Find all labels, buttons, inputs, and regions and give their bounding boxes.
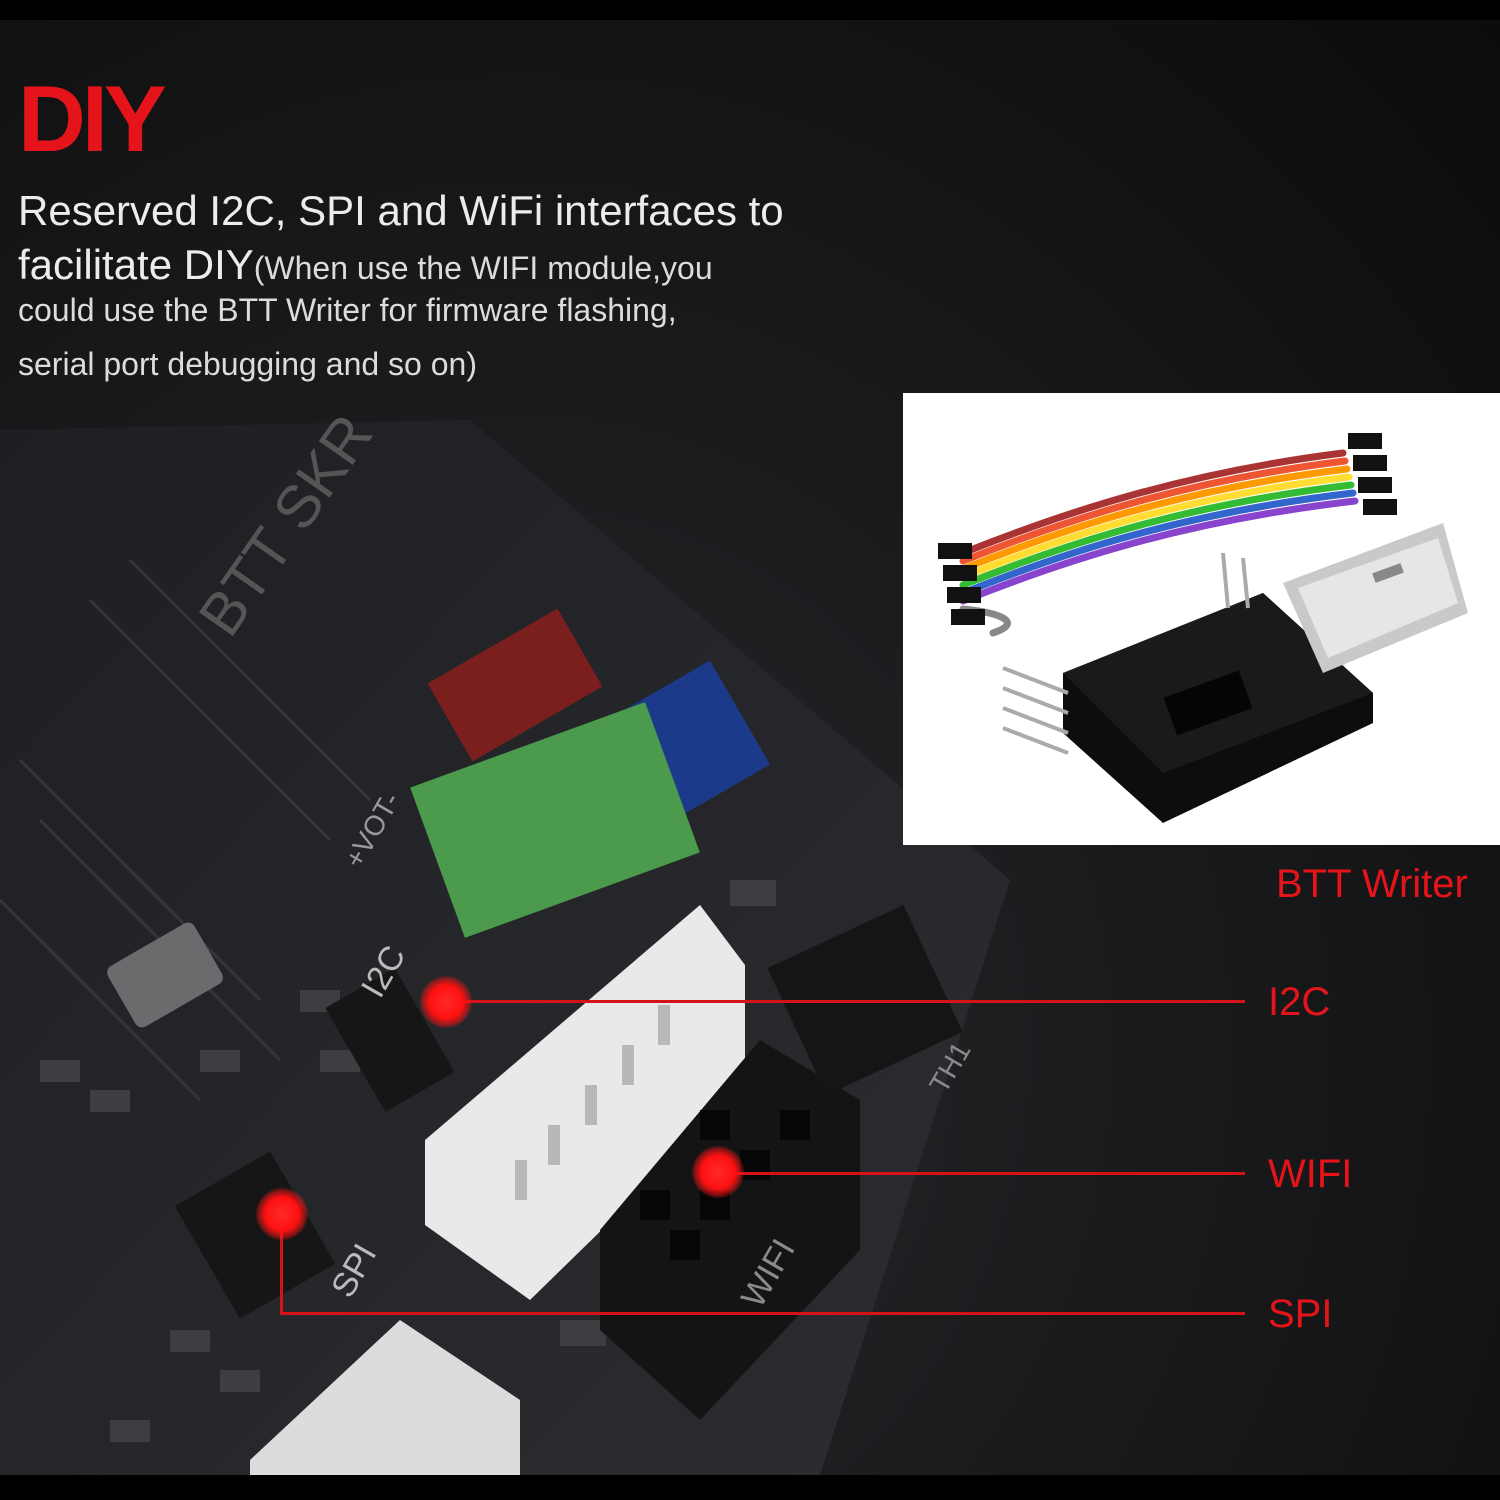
i2c-callout-line — [445, 1000, 1245, 1003]
bottom-border — [0, 1475, 1500, 1500]
i2c-header — [325, 968, 455, 1112]
board-traces — [0, 558, 372, 1102]
note-line2: could use the BTT Writer for firmware fl… — [18, 292, 677, 328]
headline-line2: facilitate DIY — [18, 241, 254, 288]
red-connector — [427, 608, 603, 762]
top-border — [0, 0, 1500, 20]
headline-line1: Reserved I2C, SPI and WiFi interfaces to — [18, 187, 784, 234]
green-connector — [410, 702, 700, 938]
page-title: DIY — [18, 66, 167, 171]
spi-callout-label: SPI — [1268, 1292, 1333, 1336]
spi-callout-vline — [280, 1214, 283, 1314]
note-inline: (When use the WIFI module,you — [253, 250, 713, 286]
sd-slot — [250, 1320, 520, 1475]
smd-parts — [40, 880, 776, 1442]
note-line3: serial port debugging and so on) — [18, 346, 477, 382]
writer-inset-photo — [903, 393, 1500, 845]
i2c-callout-label: I2C — [1268, 980, 1331, 1024]
wifi-marker — [692, 1146, 744, 1198]
wifi-callout-label: WIFI — [1268, 1152, 1353, 1196]
spi-callout-line — [280, 1312, 1245, 1315]
wifi-callout-line — [718, 1172, 1245, 1175]
writer-caption: BTT Writer — [1276, 862, 1468, 906]
spi-header — [174, 1151, 336, 1319]
writer-module-image — [938, 433, 1468, 823]
headline: Reserved I2C, SPI and WiFi interfaces to… — [18, 184, 918, 295]
i2c-marker — [420, 976, 472, 1028]
crystal — [107, 922, 223, 1028]
spi-marker — [256, 1188, 308, 1240]
